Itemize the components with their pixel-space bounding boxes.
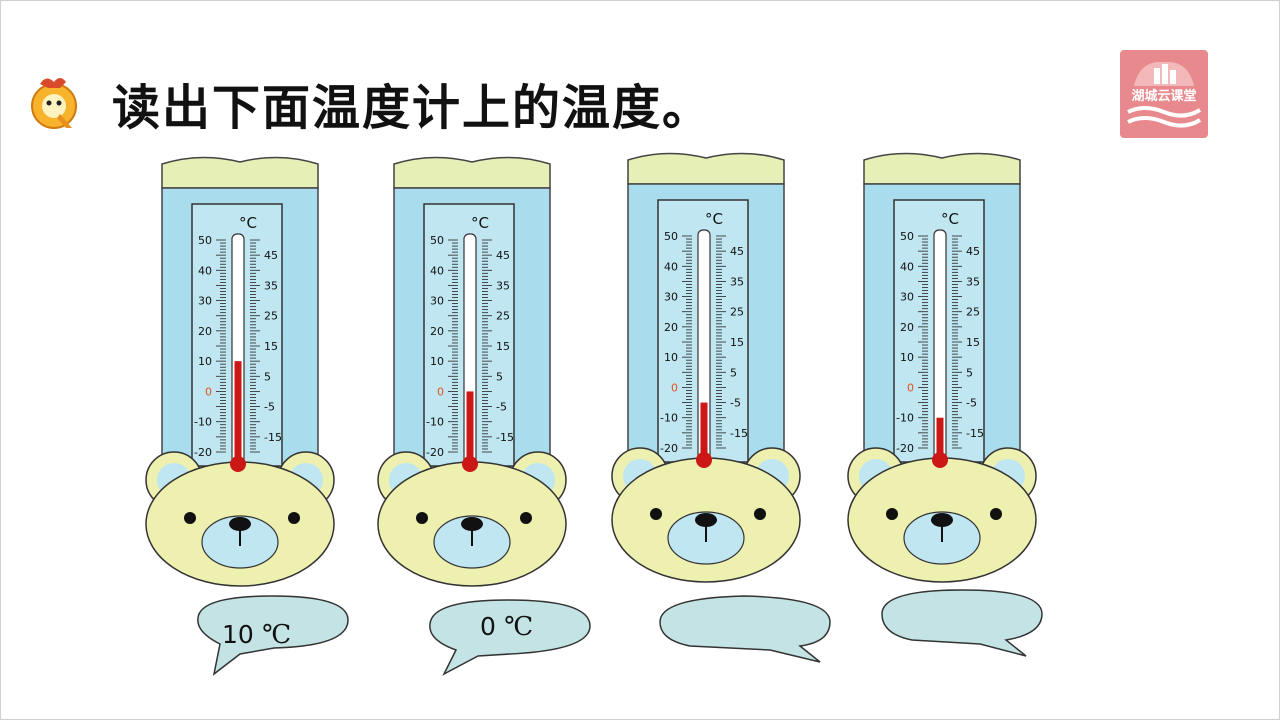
scale-label-right: 45 bbox=[730, 245, 744, 258]
mercury-column bbox=[466, 391, 474, 462]
logo-badge-icon bbox=[1120, 50, 1208, 138]
bear-thermometer-2: °C 50 40 30 20 10 0 -10 -20 45 35 25 15 5 -5 -15 bbox=[372, 150, 572, 590]
scale-label-right: 35 bbox=[966, 275, 980, 288]
scale-label-right: 45 bbox=[966, 245, 980, 258]
scale-label-left: -20 bbox=[660, 442, 678, 455]
scale-label-left: 40 bbox=[900, 260, 914, 273]
scale-label-right: 25 bbox=[496, 310, 510, 323]
scale-label-right: 15 bbox=[966, 336, 980, 349]
scale-label-left: 0 bbox=[907, 381, 914, 394]
answer-value-1: 10 bbox=[222, 620, 254, 649]
scale-label-right: -15 bbox=[496, 431, 514, 444]
scale-label-left: -20 bbox=[896, 442, 914, 455]
unit-label: °C bbox=[471, 214, 489, 232]
scale-label-right: -5 bbox=[496, 401, 507, 414]
mercury-column bbox=[234, 361, 242, 462]
scale-label-left: -20 bbox=[194, 446, 212, 459]
scale-label-right: 5 bbox=[496, 370, 503, 383]
scale-label-left: 30 bbox=[900, 291, 914, 304]
scale-label-left: -10 bbox=[426, 416, 444, 429]
logo-text: 湖城云课堂 bbox=[1131, 89, 1197, 104]
scale-label-right: 45 bbox=[264, 249, 278, 262]
thermometer-graphic: °C 50 40 30 20 10 0 -10 -20 45 35 25 15 5 -5 -15 bbox=[377, 156, 567, 587]
thermometer-graphic: °C 50 40 30 20 10 0 -10 -20 45 35 25 15 5 -5 -15 bbox=[847, 152, 1037, 583]
scale-label-left: 20 bbox=[664, 321, 678, 334]
scale-label-left: 30 bbox=[198, 295, 212, 308]
scale-label-left: -10 bbox=[896, 412, 914, 425]
scale-label-left: -10 bbox=[194, 416, 212, 429]
scale-label-right: 25 bbox=[966, 306, 980, 319]
scale-label-right: -5 bbox=[264, 401, 275, 414]
scale-label-left: 20 bbox=[430, 325, 444, 338]
answer-value-2: 0 bbox=[480, 612, 496, 641]
scale-label-left: 20 bbox=[198, 325, 212, 338]
scale-label-right: 35 bbox=[496, 279, 510, 292]
thermometer-graphic: °C 50 40 30 20 10 0 -10 -20 45 35 25 15 5 -5 -15 bbox=[611, 152, 801, 583]
scale-label-left: -20 bbox=[426, 446, 444, 459]
scale-label-left: 20 bbox=[900, 321, 914, 334]
scale-label-left: 10 bbox=[664, 351, 678, 364]
scale-label-right: 35 bbox=[264, 279, 278, 292]
mercury-column bbox=[700, 402, 708, 458]
scale-label-left: 50 bbox=[430, 234, 444, 247]
scale-label-left: 10 bbox=[900, 351, 914, 364]
scale-label-right: 5 bbox=[730, 366, 737, 379]
scale-label-right: 25 bbox=[730, 306, 744, 319]
scale-label-left: 30 bbox=[664, 291, 678, 304]
thermometer-graphic: °C 50 40 30 20 10 0 -10 -20 45 35 25 15 5 -5 -15 bbox=[145, 156, 335, 587]
q-mascot-icon bbox=[31, 78, 77, 129]
scale-label-right: 15 bbox=[730, 336, 744, 349]
bear-thermometer-1: °C 50 40 30 20 10 0 -10 -20 45 35 25 15 5 -5 -15 bbox=[140, 150, 340, 590]
scale-label-right: 5 bbox=[966, 366, 973, 379]
scale-label-left: 50 bbox=[900, 230, 914, 243]
scale-label-right: -5 bbox=[730, 397, 741, 410]
unit-label: °C bbox=[239, 214, 257, 232]
answer-unit-1: ℃ bbox=[262, 620, 292, 650]
mercury-column bbox=[936, 417, 944, 458]
scale-label-right: 15 bbox=[496, 340, 510, 353]
scale-label-right: 15 bbox=[264, 340, 278, 353]
hucheng-logo: 湖城云课堂 bbox=[1120, 50, 1208, 138]
scale-label-left: 0 bbox=[671, 381, 678, 394]
scale-label-left: 50 bbox=[198, 234, 212, 247]
answer-text-1: 10 ℃ bbox=[222, 620, 291, 650]
scale-label-left: 40 bbox=[430, 264, 444, 277]
bear-thermometer-4: °C 50 40 30 20 10 0 -10 -20 45 35 25 15 5 -5 -15 bbox=[842, 146, 1042, 586]
answer-unit-2: ℃ bbox=[504, 612, 534, 642]
scale-label-right: -15 bbox=[264, 431, 282, 444]
page-title: 读出下面温度计上的温度。 bbox=[112, 80, 713, 136]
scale-label-left: 30 bbox=[430, 295, 444, 308]
scale-label-left: 40 bbox=[198, 264, 212, 277]
scale-label-right: 35 bbox=[730, 275, 744, 288]
scale-label-left: 0 bbox=[437, 385, 444, 398]
answer-text-2: 0 ℃ bbox=[480, 612, 533, 642]
scale-label-right: -5 bbox=[966, 397, 977, 410]
unit-label: °C bbox=[705, 210, 723, 228]
scale-label-right: 5 bbox=[264, 370, 271, 383]
scale-label-left: 10 bbox=[198, 355, 212, 368]
scale-label-right: -15 bbox=[966, 427, 984, 440]
scale-label-left: 0 bbox=[205, 385, 212, 398]
scale-label-left: 10 bbox=[430, 355, 444, 368]
scale-label-left: 50 bbox=[664, 230, 678, 243]
scale-label-left: -10 bbox=[660, 412, 678, 425]
bear-thermometer-3: °C 50 40 30 20 10 0 -10 -20 45 35 25 15 5 -5 -15 bbox=[606, 146, 806, 586]
scale-label-right: 25 bbox=[264, 310, 278, 323]
scale-label-right: -15 bbox=[730, 427, 748, 440]
unit-label: °C bbox=[941, 210, 959, 228]
scale-label-left: 40 bbox=[664, 260, 678, 273]
scale-label-right: 45 bbox=[496, 249, 510, 262]
